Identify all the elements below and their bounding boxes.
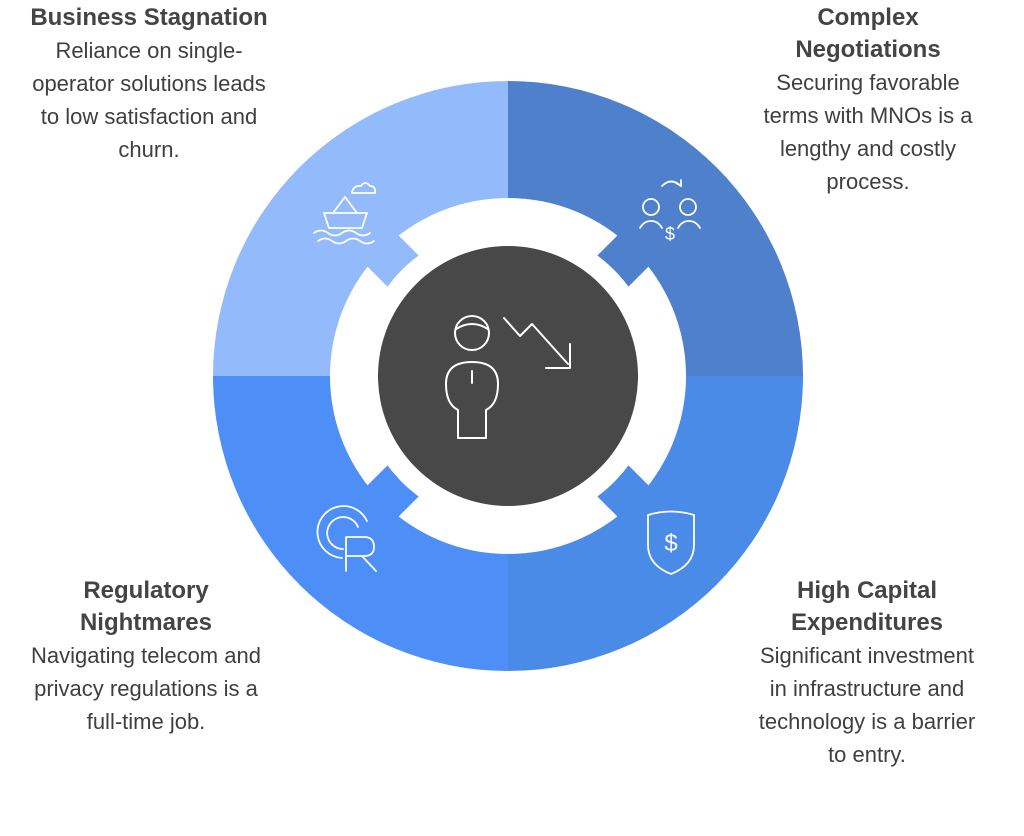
callout-title: Business Stagnation xyxy=(30,4,268,31)
registered-mark-icon xyxy=(316,505,377,572)
sinking-boat-icon xyxy=(313,182,377,245)
svg-text:$: $ xyxy=(664,530,677,557)
callout-description: Securing favorable terms with MNOs is a … xyxy=(763,70,973,194)
callout-description: Significant investment in infrastructure… xyxy=(758,643,976,767)
callout-description: Navigating telecom and privacy regulatio… xyxy=(31,643,261,734)
callout-business-stagnation: Business Stagnation Reliance on single-o… xyxy=(30,2,268,166)
segment-bottom-right xyxy=(508,376,803,671)
negotiation-money-icon: $ xyxy=(639,179,701,244)
callout-description: Reliance on single-operator solutions le… xyxy=(32,38,266,162)
callout-complex-negotiations: Complex Negotiations Securing favorable … xyxy=(748,2,988,198)
segment-top-right xyxy=(508,81,803,376)
segment-bottom-left xyxy=(213,376,508,671)
callout-regulatory-nightmares: Regulatory Nightmares Navigating telecom… xyxy=(30,575,262,738)
callout-title: High Capital Expenditures xyxy=(790,577,944,636)
center-hub xyxy=(378,246,638,506)
callout-high-capital-expenditures: High Capital Expenditures Significant in… xyxy=(752,575,982,771)
shield-dollar-icon: $ xyxy=(647,510,695,575)
svg-text:$: $ xyxy=(665,224,675,244)
person-with-downward-trend-icon xyxy=(445,315,571,439)
callout-title: Complex Negotiations xyxy=(795,4,941,63)
callout-title: Regulatory Nightmares xyxy=(79,577,213,636)
